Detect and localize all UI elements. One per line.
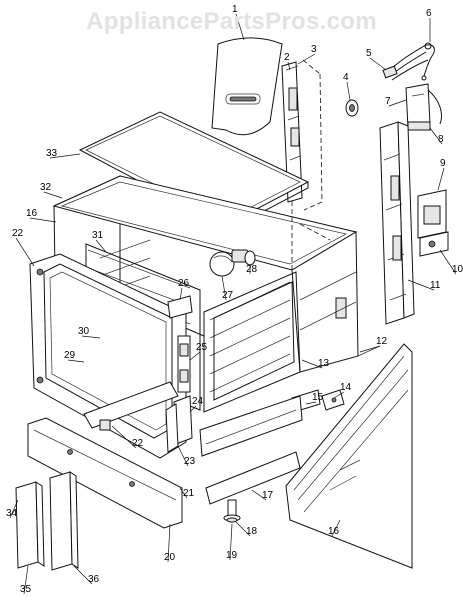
callout-leader-31 [95,239,107,253]
callout-31: 31 [92,230,104,241]
callout-leader-1 [235,13,245,41]
callout-leader-4 [346,81,351,101]
callout-30: 30 [78,326,90,337]
part-insulation-blanket [211,37,283,136]
part-leveling-leg [223,499,241,523]
callout-8: 8 [438,134,444,145]
callout-leader-2 [287,61,291,71]
callout-26: 26 [178,278,190,289]
callout-5: 5 [366,48,372,59]
callout-9: 9 [440,158,446,169]
part-latch [167,295,193,393]
callout-leader-20 [167,523,171,563]
callout-leader-17 [251,489,267,501]
callout-leader-5 [369,57,387,71]
part-oven-light [209,249,256,277]
callout-leader-21 [179,487,188,499]
part-rear-bracket [281,59,323,211]
callout-12: 12 [376,336,388,347]
callout-36: 36 [88,574,100,585]
callout-leader-26 [179,287,183,301]
part-hinge [417,189,449,257]
callout-25: 25 [196,342,208,353]
part-side-trim [165,395,193,453]
callout-14: 14 [340,382,352,393]
callout-leader-23 [177,445,189,467]
callout-leader-7 [388,99,407,107]
callout-22: 22 [12,228,24,239]
callout-leader-30 [81,335,101,339]
callout-leader-32 [43,191,63,199]
callout-leader-36 [73,565,93,585]
part-bottom-rail [27,417,183,529]
callout-16: 16 [328,526,340,537]
callout-leader-3 [297,53,316,65]
callout-10: 10 [452,264,463,275]
callout-20: 20 [164,552,176,563]
callout-leader-19 [229,523,233,561]
callout-4: 4 [343,72,349,83]
callout-13: 13 [318,358,330,369]
callout-leader-15 [305,401,317,405]
callout-leader-16 [331,519,341,537]
callout-22: 22 [132,438,144,449]
callout-leader-27 [221,275,227,301]
callout-leader-29 [67,359,85,363]
callout-leader-9 [437,167,445,191]
callout-leader-33 [49,153,81,159]
part-grommet [345,99,359,117]
callout-29: 29 [64,350,76,361]
callout-18: 18 [246,526,258,537]
callout-6: 6 [426,8,432,19]
callout-leader-22 [15,237,35,267]
callout-leaders [9,13,457,595]
callout-21: 21 [183,488,195,499]
callout-27: 27 [222,290,234,301]
watermark: AppliancePartsPros.com [86,8,377,35]
callout-35: 35 [20,584,32,595]
callout-labels: 1234567891011121314151616171819202122222… [6,4,463,595]
callout-leader-34 [9,499,19,519]
callout-leader-11 [407,279,435,291]
callout-3: 3 [311,44,317,55]
callout-leader-13 [301,359,323,369]
part-trim-channels [15,471,79,571]
part-drawer-support [83,381,179,431]
callout-leader-25 [189,351,201,361]
callout-leader-24 [189,405,197,413]
callout-24: 24 [192,396,204,407]
callout-leader-10 [439,249,457,275]
callout-leader-22 [111,425,137,449]
callout-leader-8 [429,127,443,145]
callout-leader-14 [333,391,345,399]
callout-1: 1 [232,4,238,15]
part-side-rail [379,121,415,325]
part-kick-plate [199,395,303,505]
callout-28: 28 [246,264,258,275]
callout-11: 11 [430,280,441,291]
callout-15: 15 [312,392,324,403]
callout-7: 7 [385,96,391,107]
callout-2: 2 [284,52,290,63]
part-sensor-bracket [405,83,442,131]
callout-23: 23 [184,456,196,467]
callout-33: 33 [46,148,58,159]
part-side-panel [285,343,413,569]
callout-leader-16 [29,217,57,223]
callout-19: 19 [226,550,238,561]
callout-leader-12 [359,345,381,353]
callout-17: 17 [262,490,274,501]
callout-leader-35 [23,565,29,595]
callout-leader-18 [235,521,251,537]
callout-16: 16 [26,208,38,219]
callout-32: 32 [40,182,52,193]
part-wire-harness [382,42,435,81]
